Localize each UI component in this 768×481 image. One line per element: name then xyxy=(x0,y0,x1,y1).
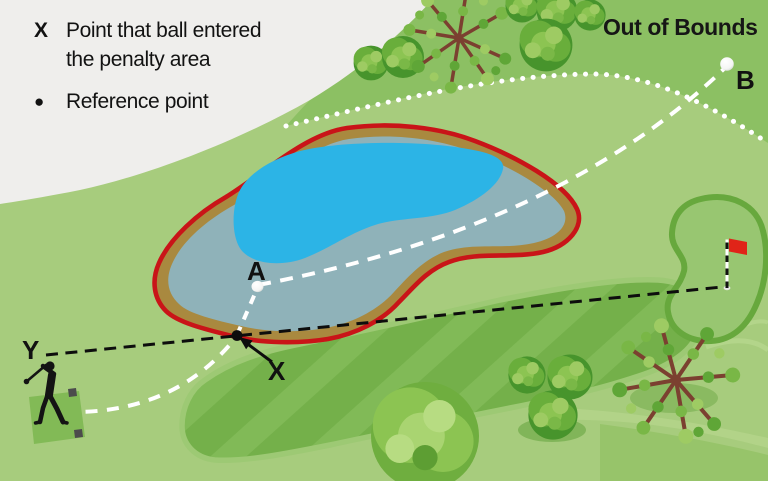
reference-dashed-line-y xyxy=(45,285,723,357)
pond-water-deep xyxy=(233,142,504,264)
bush-icon xyxy=(574,0,606,31)
bush-icon xyxy=(528,390,578,440)
contour-highlight-bottom-right xyxy=(560,408,768,448)
out-of-bounds-dotted-line xyxy=(283,71,768,146)
label-point-x: X xyxy=(268,356,286,386)
out-of-bounds-label: Out of Bounds xyxy=(603,14,758,40)
contour-arc-right xyxy=(705,338,768,353)
label-point-a: A xyxy=(247,256,266,286)
legend-dot-text: Reference point xyxy=(66,90,209,113)
bush-icon xyxy=(508,356,546,394)
label-point-y: Y xyxy=(22,335,39,365)
legend-x-text: Point that ball entered the penalty area xyxy=(66,16,314,74)
legend-x-line2: the penalty area xyxy=(66,48,211,71)
flagstick xyxy=(723,238,747,291)
legend-dot-symbol: ● xyxy=(34,92,44,111)
legend-entry-x: X Point that ball entered the penalty ar… xyxy=(34,16,314,74)
legend-x-line1: Point that ball entered xyxy=(66,19,262,42)
tee-marker xyxy=(74,429,83,438)
legend-entry-reference: ● Reference point xyxy=(34,87,314,116)
rough-dark-area xyxy=(286,0,768,143)
vegetation xyxy=(353,0,766,481)
bush-icon xyxy=(519,18,573,72)
tee-marker xyxy=(68,388,77,397)
tee-box xyxy=(29,388,85,444)
legend-x-symbol: X xyxy=(34,19,48,42)
legend: X Point that ball entered the penalty ar… xyxy=(34,16,314,116)
out-of-bounds-area xyxy=(0,0,432,204)
ball-b xyxy=(720,57,734,71)
label-point-b: B xyxy=(736,65,754,95)
ball-a xyxy=(251,280,264,293)
tee-shot-dashed-line xyxy=(63,334,239,415)
flag-icon xyxy=(729,238,747,255)
golfer-silhouette xyxy=(23,361,69,425)
drop-dashed-line-x-a xyxy=(235,288,259,336)
putting-green xyxy=(664,194,768,345)
flight-dashed-line-a-b xyxy=(257,64,729,287)
lines xyxy=(45,64,768,415)
contour-shade-bottom-right xyxy=(600,424,768,481)
entry-point-arrow xyxy=(239,337,273,364)
